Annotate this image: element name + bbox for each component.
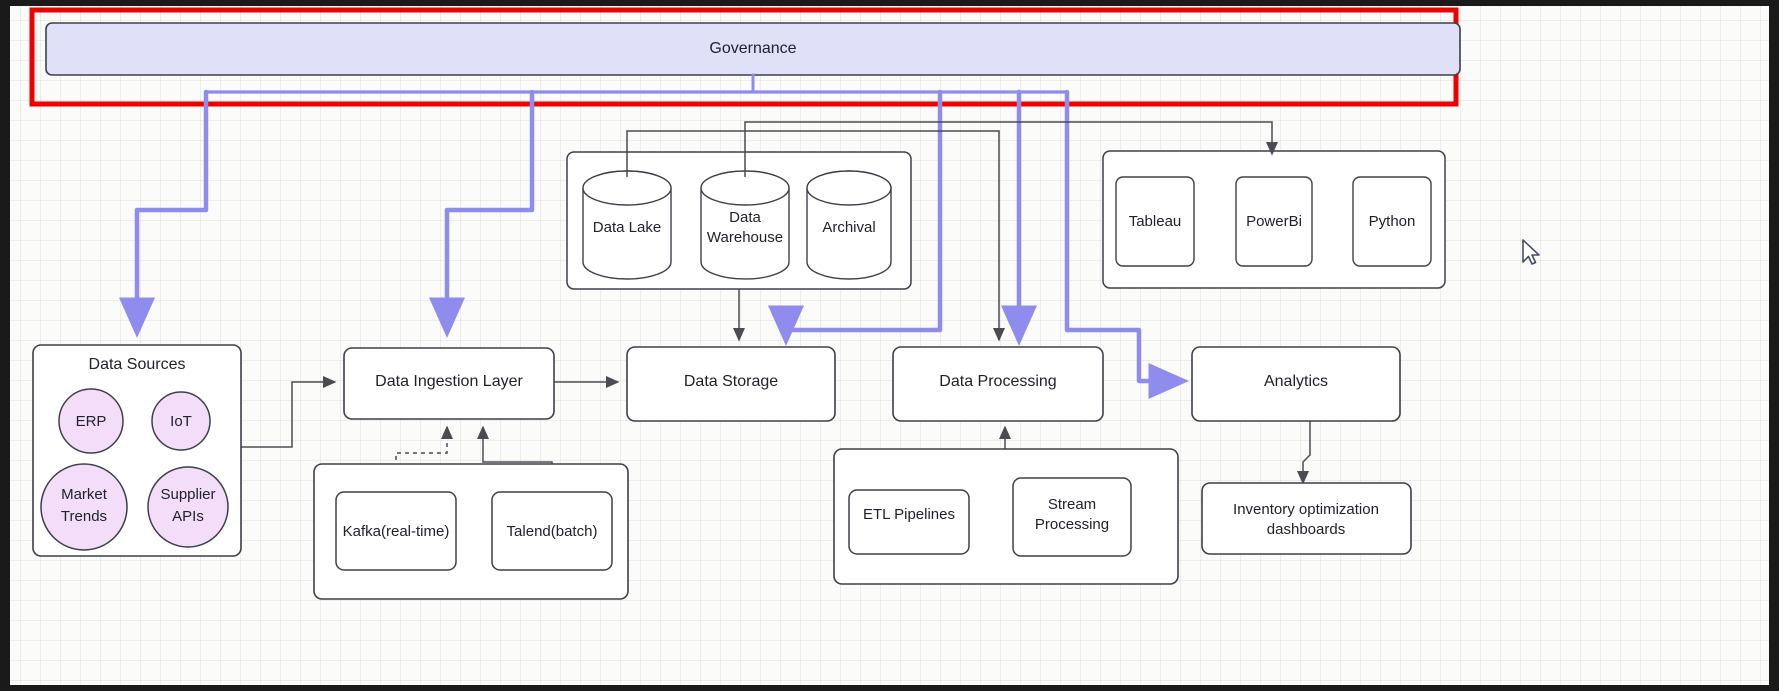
- node-stream-processing-label-2: Processing: [1035, 516, 1109, 533]
- node-analytics-label: Analytics: [1264, 373, 1328, 390]
- node-talend[interactable]: Talend(batch): [491, 491, 613, 571]
- node-data-processing[interactable]: Data Processing: [892, 346, 1104, 422]
- edge-storage-routing-1: [626, 130, 1000, 177]
- node-data-warehouse-label-1: Data: [729, 209, 761, 226]
- node-supplier-apis-label-2: APIs: [172, 508, 204, 525]
- node-etl-pipelines[interactable]: ETL Pipelines: [848, 489, 970, 555]
- mouse-cursor: [1522, 239, 1540, 265]
- node-tableau[interactable]: Tableau: [1115, 176, 1195, 267]
- node-market-trends-label-1: Market: [61, 486, 108, 503]
- node-data-storage-label: Data Storage: [684, 373, 778, 390]
- node-stream-processing[interactable]: Stream Processing: [1012, 477, 1132, 557]
- node-inventory-dashboards-label-1: Inventory optimization: [1233, 501, 1379, 518]
- cluster-storage-systems[interactable]: Data Lake Data Warehouse Archival: [566, 151, 912, 290]
- node-governance[interactable]: Governance: [45, 22, 1461, 76]
- edge-governance-to-data-sources: [119, 89, 209, 338]
- cluster-analytics-tools[interactable]: Tableau PowerBi Python: [1102, 150, 1446, 289]
- node-data-lake[interactable]: Data Lake: [582, 170, 672, 280]
- node-stream-processing-label-1: Stream: [1048, 496, 1096, 513]
- node-data-warehouse-label-2: Warehouse: [707, 229, 783, 246]
- cluster-data-sources-title: Data Sources: [89, 356, 186, 373]
- node-data-lake-label: Data Lake: [593, 219, 661, 236]
- node-data-processing-label: Data Processing: [939, 373, 1056, 390]
- node-inventory-dashboards-label-2: dashboards: [1267, 521, 1345, 538]
- node-tableau-label: Tableau: [1129, 213, 1182, 230]
- node-market-trends-label-2: Trends: [61, 508, 107, 525]
- node-archival[interactable]: Archival: [806, 170, 892, 280]
- node-governance-label: Governance: [709, 40, 796, 57]
- edge-analytics-to-dashboards: [1297, 420, 1311, 485]
- node-etl-pipelines-label: ETL Pipelines: [863, 506, 955, 523]
- node-data-warehouse[interactable]: Data Warehouse: [700, 170, 790, 280]
- node-supplier-apis[interactable]: Supplier APIs: [147, 466, 229, 548]
- node-iot-label: IoT: [170, 413, 192, 430]
- node-data-ingestion-layer-label: Data Ingestion Layer: [375, 373, 523, 390]
- node-analytics[interactable]: Analytics: [1191, 346, 1401, 422]
- edge-sources-to-ingestion: [241, 376, 337, 448]
- cluster-processing-engines[interactable]: ETL Pipelines Stream Processing: [833, 448, 1179, 585]
- node-kafka-label: Kafka(real-time): [343, 523, 450, 540]
- node-erp-label: ERP: [76, 413, 107, 430]
- node-talend-label: Talend(batch): [507, 523, 598, 540]
- node-market-trends[interactable]: Market Trends: [40, 463, 128, 551]
- cluster-data-sources[interactable]: Data Sources ERP IoT Market Trends Suppl…: [32, 344, 242, 557]
- node-inventory-dashboards[interactable]: Inventory optimization dashboards: [1201, 482, 1412, 555]
- node-powerbi-label: PowerBi: [1246, 213, 1302, 230]
- node-iot[interactable]: IoT: [151, 391, 211, 451]
- edge-governance-to-storage: [768, 89, 943, 346]
- node-powerbi[interactable]: PowerBi: [1235, 176, 1313, 267]
- edge-kafka-to-ingestion: [395, 425, 453, 500]
- cluster-ingestion-tools[interactable]: Kafka(real-time) Talend(batch): [313, 463, 629, 600]
- node-kafka[interactable]: Kafka(real-time): [335, 491, 457, 571]
- edge-governance-to-ingestion: [429, 89, 535, 338]
- node-archival-label: Archival: [822, 219, 875, 236]
- node-erp[interactable]: ERP: [58, 388, 124, 454]
- edge-storage-routing-2: [744, 121, 1278, 177]
- node-python[interactable]: Python: [1352, 176, 1432, 267]
- governance-edges: [119, 73, 1189, 399]
- node-python-label: Python: [1369, 213, 1416, 230]
- node-data-storage[interactable]: Data Storage: [626, 346, 836, 422]
- node-data-ingestion-layer[interactable]: Data Ingestion Layer: [343, 347, 555, 420]
- edge-governance-to-analytics: [1064, 89, 1189, 399]
- node-supplier-apis-label-1: Supplier: [160, 486, 215, 503]
